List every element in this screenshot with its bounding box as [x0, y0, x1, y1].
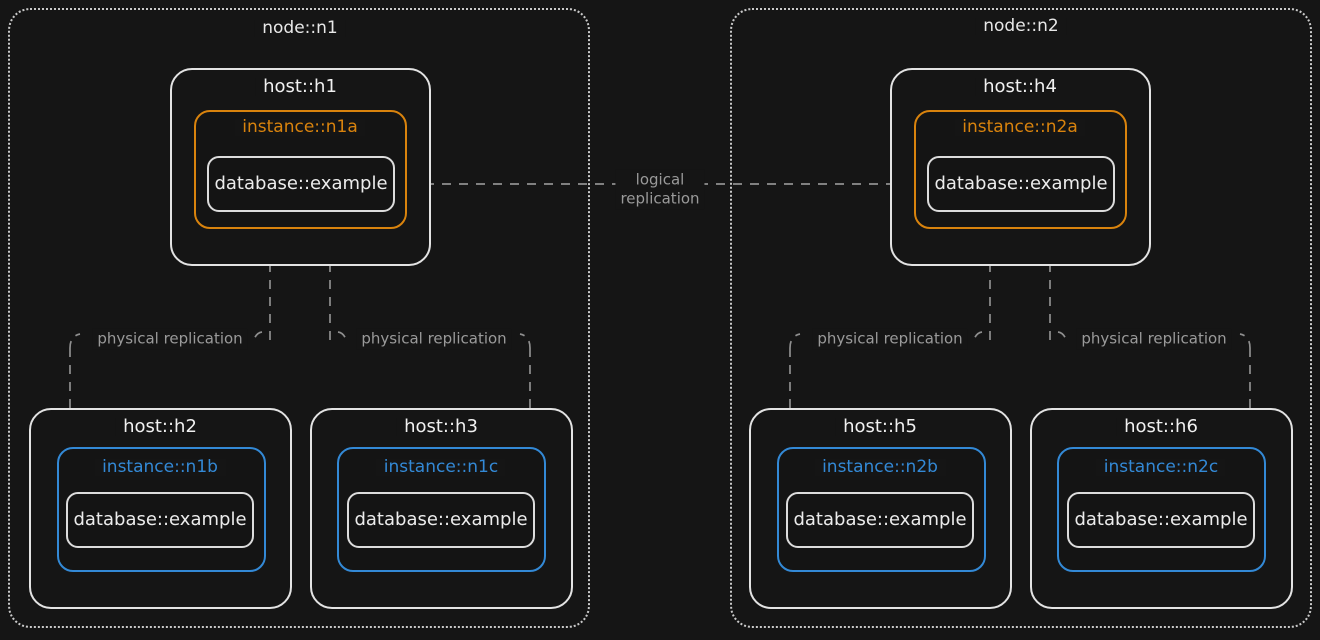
database-n2c[interactable]: database::example — [1067, 492, 1255, 548]
edge-label-physical-replication-h5: physical replication — [812, 328, 968, 350]
database-n2b-label: database::example — [793, 509, 967, 530]
database-n1c-label: database::example — [354, 509, 528, 530]
edge-label-physical-replication-h2: physical replication — [92, 328, 248, 350]
host-h6-label: host::h6 — [1116, 418, 1206, 436]
host-h1-label: host::h1 — [255, 78, 345, 96]
instance-n1b-label: instance::n1b — [94, 459, 226, 476]
database-n1a[interactable]: database::example — [207, 156, 395, 212]
database-n2a-label: database::example — [934, 173, 1108, 194]
database-n2a[interactable]: database::example — [927, 156, 1115, 212]
instance-n2c-label: instance::n2c — [1095, 459, 1227, 476]
node-n1-label: node::n1 — [254, 20, 346, 37]
node-n2[interactable] — [730, 8, 1312, 628]
database-n2c-label: database::example — [1074, 509, 1248, 530]
instance-n1a-label: instance::n1a — [234, 119, 366, 136]
instance-n2a-label: instance::n2a — [954, 119, 1086, 136]
database-n1b[interactable]: database::example — [66, 492, 254, 548]
node-n1[interactable] — [8, 8, 590, 628]
edge-label-logical-replication: logical replication — [615, 169, 705, 209]
host-h5-label: host::h5 — [835, 418, 925, 436]
edge-label-physical-replication-h6: physical replication — [1076, 328, 1232, 350]
node-n2-label: node::n2 — [975, 18, 1067, 35]
instance-n1c-label: instance::n1c — [375, 459, 507, 476]
database-n1b-label: database::example — [73, 509, 247, 530]
host-h3-label: host::h3 — [396, 418, 486, 436]
host-h4-label: host::h4 — [975, 78, 1065, 96]
database-n2b[interactable]: database::example — [786, 492, 974, 548]
edge-label-physical-replication-h3: physical replication — [356, 328, 512, 350]
host-h2-label: host::h2 — [115, 418, 205, 436]
database-n1c[interactable]: database::example — [347, 492, 535, 548]
instance-n2b-label: instance::n2b — [814, 459, 946, 476]
database-n1a-label: database::example — [214, 173, 388, 194]
